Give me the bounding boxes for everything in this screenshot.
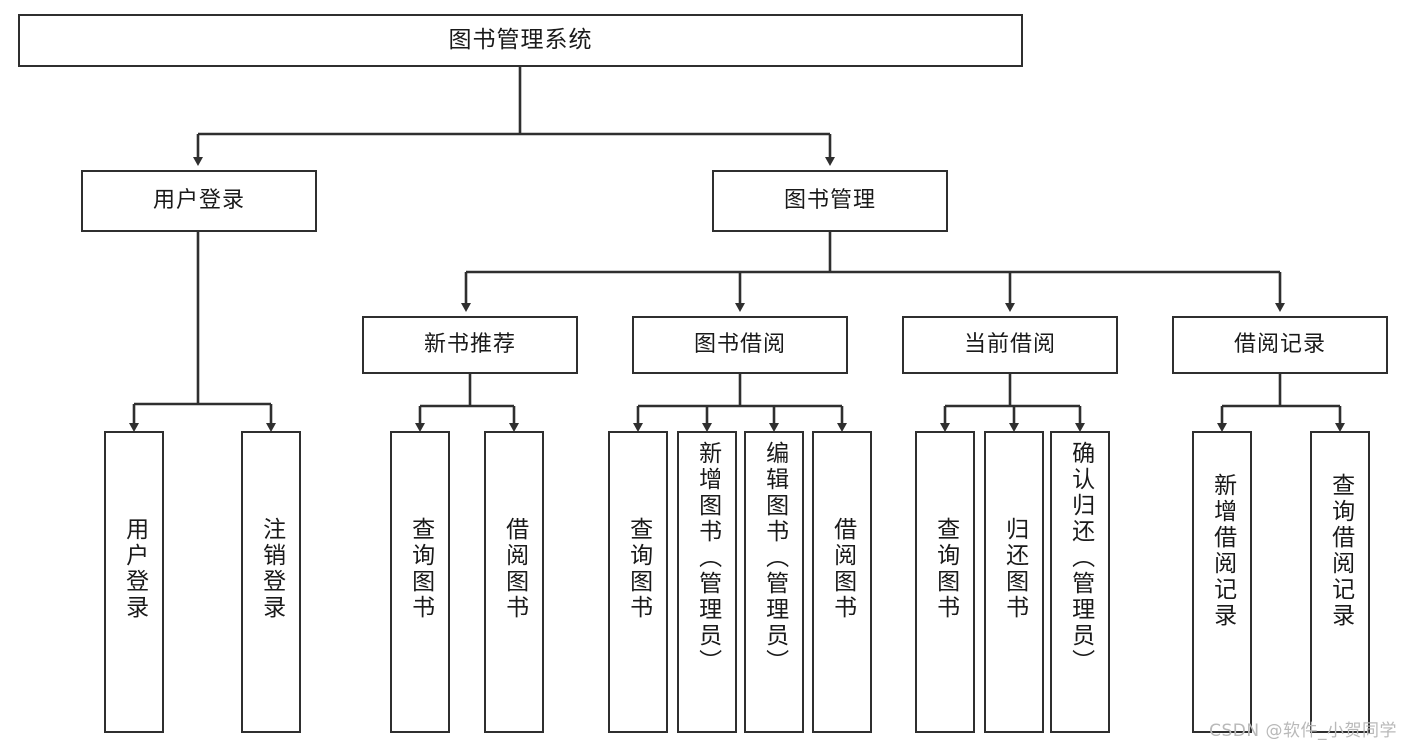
node-user-login[interactable]: 用户登录: [81, 170, 317, 232]
leaf-borrow-book-recommend[interactable]: 借阅图书: [484, 431, 544, 733]
node-new-book-recommend[interactable]: 新书推荐: [362, 316, 578, 374]
node-label: 用户登录: [121, 517, 148, 621]
node-label: 借阅图书: [501, 517, 528, 621]
node-label: 用户登录: [152, 187, 245, 213]
node-label: 当前借阅: [963, 331, 1056, 357]
node-label: 借阅记录: [1233, 331, 1326, 357]
leaf-query-book-borrow[interactable]: 查询图书: [608, 431, 668, 733]
leaf-edit-book-admin[interactable]: 编辑图书（管理员）: [744, 431, 804, 733]
node-label: 图书管理系统: [448, 26, 593, 53]
node-label: 注销登录: [258, 517, 285, 621]
node-label: 查询图书: [407, 517, 434, 621]
node-book-management[interactable]: 图书管理: [712, 170, 948, 232]
leaf-query-borrow-record[interactable]: 查询借阅记录: [1310, 431, 1370, 733]
node-label: 查询图书: [932, 517, 959, 621]
leaf-borrow-book[interactable]: 借阅图书: [812, 431, 872, 733]
node-label: 图书借阅: [693, 331, 786, 357]
node-borrow-record[interactable]: 借阅记录: [1172, 316, 1388, 374]
watermark-text: CSDN @软件_小贺同学: [1209, 721, 1397, 741]
node-label: 查询图书: [625, 517, 652, 621]
leaf-logout-login[interactable]: 注销登录: [241, 431, 301, 733]
leaf-user-login[interactable]: 用户登录: [104, 431, 164, 733]
node-current-borrow[interactable]: 当前借阅: [902, 316, 1118, 374]
node-label: 新增借阅记录: [1209, 473, 1236, 629]
node-book-borrow[interactable]: 图书借阅: [632, 316, 848, 374]
node-label: 查询借阅记录: [1327, 473, 1354, 629]
node-label: 图书管理: [783, 187, 876, 213]
node-label: 确认归还（管理员）: [1067, 441, 1094, 675]
leaf-query-book-recommend[interactable]: 查询图书: [390, 431, 450, 733]
node-label: 借阅图书: [829, 517, 856, 621]
node-label: 归还图书: [1001, 517, 1028, 621]
node-label: 编辑图书（管理员）: [761, 441, 788, 675]
node-root-book-management-system[interactable]: 图书管理系统: [18, 14, 1023, 67]
leaf-return-book[interactable]: 归还图书: [984, 431, 1044, 733]
leaf-confirm-return-admin[interactable]: 确认归还（管理员）: [1050, 431, 1110, 733]
leaf-query-book-current[interactable]: 查询图书: [915, 431, 975, 733]
node-label: 新增图书（管理员）: [694, 441, 721, 675]
leaf-add-borrow-record[interactable]: 新增借阅记录: [1192, 431, 1252, 733]
leaf-add-book-admin[interactable]: 新增图书（管理员）: [677, 431, 737, 733]
node-label: 新书推荐: [423, 331, 516, 357]
